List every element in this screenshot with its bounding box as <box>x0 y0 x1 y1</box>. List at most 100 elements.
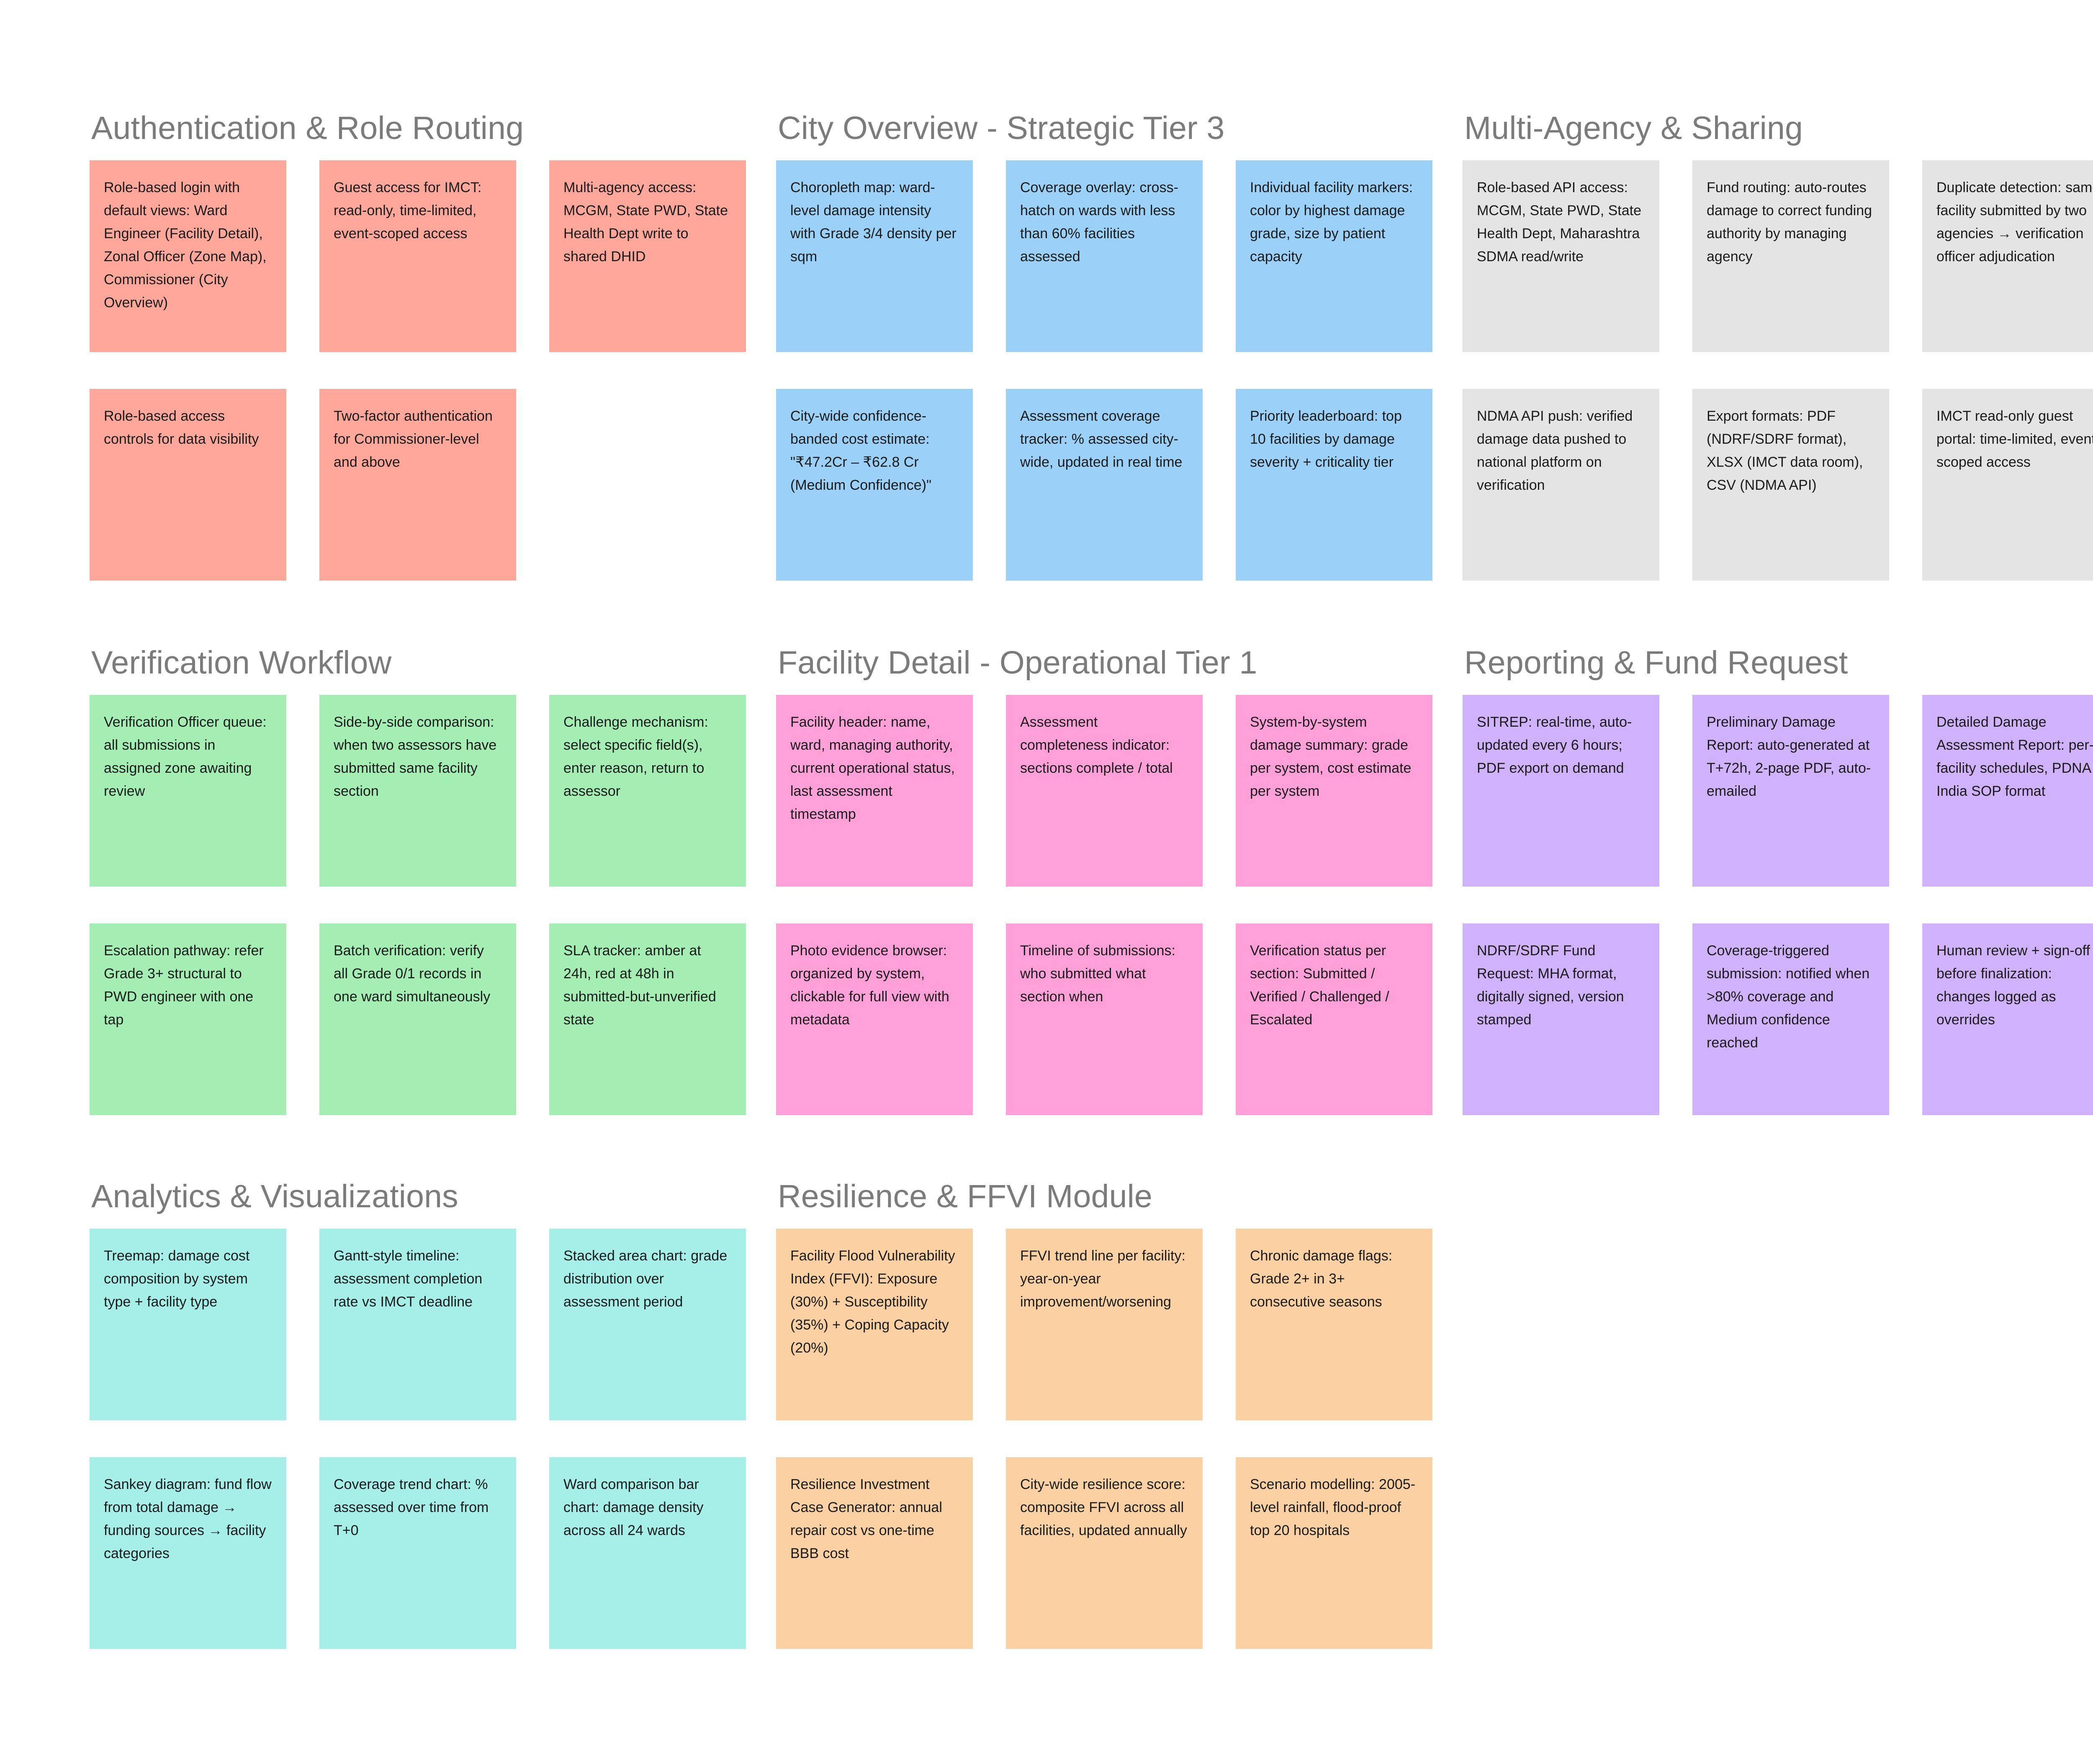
sticky-card[interactable]: Side-by-side comparison: when two assess… <box>319 695 516 887</box>
sticky-card[interactable]: Preliminary Damage Report: auto-generate… <box>1692 695 1889 887</box>
sticky-card[interactable]: Sankey diagram: fund flow from total dam… <box>90 1457 286 1649</box>
sticky-card[interactable]: Multi-agency access: MCGM, State PWD, St… <box>549 160 746 352</box>
sticky-card[interactable]: Facility Flood Vulnerability Index (FFVI… <box>776 1229 973 1420</box>
section-title: Facility Detail - Operational Tier 1 <box>778 645 1257 681</box>
cards-row-1: SITREP: real-time, auto-updated every 6 … <box>1463 695 2093 887</box>
sticky-card[interactable]: Escalation pathway: refer Grade 3+ struc… <box>90 923 286 1115</box>
sticky-card-text: Export formats: PDF (NDRF/SDRF format), … <box>1707 408 1863 494</box>
sticky-card-text: Timeline of submissions: who submitted w… <box>1020 943 1175 1005</box>
sticky-card-text: Coverage overlay: cross-hatch on wards w… <box>1020 180 1178 265</box>
sticky-card-text: Multi-agency access: MCGM, State PWD, St… <box>563 180 728 265</box>
sticky-card[interactable]: IMCT read-only guest portal: time-limite… <box>1922 389 2093 581</box>
board-band-3: Analytics & Visualizations Treemap: dama… <box>90 1180 1432 1649</box>
sticky-card[interactable]: Resilience Investment Case Generator: an… <box>776 1457 973 1649</box>
section-authentication-role-routing: Authentication & Role Routing Role-based… <box>90 112 746 581</box>
sticky-card-text: Gantt-style timeline: assessment complet… <box>334 1248 483 1310</box>
section-title: Multi-Agency & Sharing <box>1464 110 1803 146</box>
board-band-1: Authentication & Role Routing Role-based… <box>90 112 2093 581</box>
sticky-card-text: Human review + sign-off before finalizat… <box>1936 943 2090 1028</box>
sticky-card[interactable]: SITREP: real-time, auto-updated every 6 … <box>1463 695 1659 887</box>
sticky-card[interactable]: Timeline of submissions: who submitted w… <box>1006 923 1203 1115</box>
sticky-card[interactable]: Chronic damage flags: Grade 2+ in 3+ con… <box>1236 1229 1432 1420</box>
sticky-card[interactable]: NDRF/SDRF Fund Request: MHA format, digi… <box>1463 923 1659 1115</box>
sticky-card[interactable]: Photo evidence browser: organized by sys… <box>776 923 973 1115</box>
sticky-card[interactable]: Coverage trend chart: % assessed over ti… <box>319 1457 516 1649</box>
sticky-card[interactable]: Assessment coverage tracker: % assessed … <box>1006 389 1203 581</box>
sticky-card[interactable]: Treemap: damage cost composition by syst… <box>90 1229 286 1420</box>
sticky-card[interactable]: Choropleth map: ward-level damage intens… <box>776 160 973 352</box>
sticky-card-text: Sankey diagram: fund flow from total dam… <box>104 1476 272 1562</box>
sticky-card[interactable]: Verification Officer queue: all submissi… <box>90 695 286 887</box>
sticky-card-text: Side-by-side comparison: when two assess… <box>334 714 497 800</box>
section-multi-agency-sharing: Multi-Agency & Sharing Role-based API ac… <box>1463 112 2093 581</box>
cards-row-1: Role-based login with default views: War… <box>90 160 746 352</box>
cards-row-1: Treemap: damage cost composition by syst… <box>90 1229 746 1420</box>
section-title: Reporting & Fund Request <box>1464 645 1848 681</box>
cards-row-1: Role-based API access: MCGM, State PWD, … <box>1463 160 2093 352</box>
sticky-card-text: Coverage-triggered submission: notified … <box>1707 943 1870 1051</box>
sticky-card-text: Resilience Investment Case Generator: an… <box>790 1476 942 1562</box>
sticky-card-text: NDMA API push: verified damage data push… <box>1477 408 1633 494</box>
sticky-card[interactable]: FFVI trend line per facility: year-on-ye… <box>1006 1229 1203 1420</box>
cards-row-1: Choropleth map: ward-level damage intens… <box>776 160 1432 352</box>
sticky-card[interactable]: Verification status per section: Submitt… <box>1236 923 1432 1115</box>
sticky-card-text: Choropleth map: ward-level damage intens… <box>790 180 957 265</box>
sticky-card-text: Verification Officer queue: all submissi… <box>104 714 267 800</box>
cards-row-1: Facility Flood Vulnerability Index (FFVI… <box>776 1229 1432 1420</box>
sticky-card[interactable]: SLA tracker: amber at 24h, red at 48h in… <box>549 923 746 1115</box>
sticky-card[interactable]: Gantt-style timeline: assessment complet… <box>319 1229 516 1420</box>
sticky-card-text: Role-based access controls for data visi… <box>104 408 259 447</box>
sticky-card-text: Batch verification: verify all Grade 0/1… <box>334 943 491 1005</box>
section-verification-workflow: Verification Workflow Verification Offic… <box>90 647 746 1115</box>
cards-row-2: Escalation pathway: refer Grade 3+ struc… <box>90 923 746 1115</box>
sticky-card-text: Treemap: damage cost composition by syst… <box>104 1248 250 1310</box>
sticky-card-text: Assessment coverage tracker: % assessed … <box>1020 408 1183 471</box>
sticky-card[interactable]: Scenario modelling: 2005-level rainfall,… <box>1236 1457 1432 1649</box>
sticky-card-text: System-by-system damage summary: grade p… <box>1250 714 1412 800</box>
sticky-card[interactable]: Guest access for IMCT: read-only, time-l… <box>319 160 516 352</box>
sticky-card-text: Coverage trend chart: % assessed over ti… <box>334 1476 489 1539</box>
sticky-card[interactable]: NDMA API push: verified damage data push… <box>1463 389 1659 581</box>
sticky-card[interactable]: Fund routing: auto-routes damage to corr… <box>1692 160 1889 352</box>
sticky-card-text: Preliminary Damage Report: auto-generate… <box>1707 714 1871 800</box>
sticky-card-text: Chronic damage flags: Grade 2+ in 3+ con… <box>1250 1248 1393 1310</box>
sticky-card[interactable]: Assessment completeness indicator: secti… <box>1006 695 1203 887</box>
section-title: Authentication & Role Routing <box>91 110 524 146</box>
sticky-card[interactable]: City-wide resilience score: composite FF… <box>1006 1457 1203 1649</box>
section-title: Resilience & FFVI Module <box>778 1178 1152 1214</box>
sticky-card[interactable]: Role-based API access: MCGM, State PWD, … <box>1463 160 1659 352</box>
sticky-card-text: Assessment completeness indicator: secti… <box>1020 714 1173 777</box>
sticky-card-text: SITREP: real-time, auto-updated every 6 … <box>1477 714 1632 777</box>
sticky-card[interactable]: Export formats: PDF (NDRF/SDRF format), … <box>1692 389 1889 581</box>
sticky-card-text: City-wide resilience score: composite FF… <box>1020 1476 1187 1539</box>
sticky-card-text: Ward comparison bar chart: damage densit… <box>563 1476 704 1539</box>
sticky-card[interactable]: Batch verification: verify all Grade 0/1… <box>319 923 516 1115</box>
sticky-card[interactable]: Two-factor authentication for Commission… <box>319 389 516 581</box>
sticky-card-text: Individual facility markers: color by hi… <box>1250 180 1413 265</box>
sticky-card[interactable]: Role-based login with default views: War… <box>90 160 286 352</box>
sticky-card[interactable]: Coverage overlay: cross-hatch on wards w… <box>1006 160 1203 352</box>
sticky-card-text: Verification status per section: Submitt… <box>1250 943 1389 1028</box>
sticky-card[interactable]: Human review + sign-off before finalizat… <box>1922 923 2093 1115</box>
sticky-card[interactable]: Coverage-triggered submission: notified … <box>1692 923 1889 1115</box>
sticky-card[interactable]: Role-based access controls for data visi… <box>90 389 286 581</box>
sticky-card[interactable]: Ward comparison bar chart: damage densit… <box>549 1457 746 1649</box>
sticky-card-text: Detailed Damage Assessment Report: per-f… <box>1936 714 2093 800</box>
sticky-card-text: SLA tracker: amber at 24h, red at 48h in… <box>563 943 716 1028</box>
sticky-card[interactable]: Duplicate detection: same facility submi… <box>1922 160 2093 352</box>
sticky-card[interactable]: Priority leaderboard: top 10 facilities … <box>1236 389 1432 581</box>
sticky-card-text: Guest access for IMCT: read-only, time-l… <box>334 180 482 242</box>
cards-row-2: Sankey diagram: fund flow from total dam… <box>90 1457 746 1649</box>
section-facility-detail-operational-tier-1: Facility Detail - Operational Tier 1 Fac… <box>776 647 1432 1115</box>
sticky-card[interactable]: System-by-system damage summary: grade p… <box>1236 695 1432 887</box>
sticky-card[interactable]: Individual facility markers: color by hi… <box>1236 160 1432 352</box>
sticky-card-text: Role-based login with default views: War… <box>104 180 267 311</box>
sticky-card[interactable]: City-wide confidence-banded cost estimat… <box>776 389 973 581</box>
sticky-card[interactable]: Stacked area chart: grade distribution o… <box>549 1229 746 1420</box>
sticky-card[interactable]: Challenge mechanism: select specific fie… <box>549 695 746 887</box>
sticky-card-text: Scenario modelling: 2005-level rainfall,… <box>1250 1476 1416 1539</box>
sticky-card[interactable]: Detailed Damage Assessment Report: per-f… <box>1922 695 2093 887</box>
sticky-card[interactable]: Facility header: name, ward, managing au… <box>776 695 973 887</box>
sticky-card-text: Facility Flood Vulnerability Index (FFVI… <box>790 1248 955 1356</box>
cards-row-2: City-wide confidence-banded cost estimat… <box>776 389 1432 581</box>
